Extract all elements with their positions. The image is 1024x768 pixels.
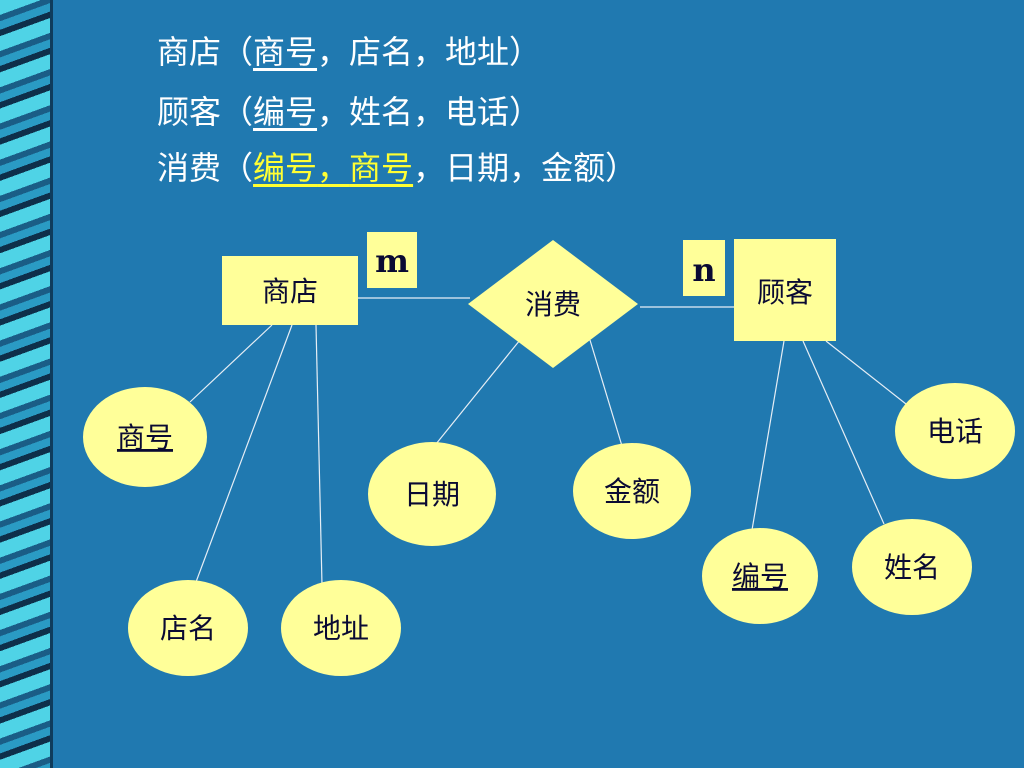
entity-shop-box [222, 256, 358, 325]
entity-shop-label: 商店 [262, 275, 318, 308]
edge-customer-custname [802, 340, 885, 525]
attr-customer-id-label: 编号 [732, 560, 788, 593]
primary-key-shop-id: 商号 [253, 33, 318, 71]
schema-line-shop: 商店（商号，店名，地址） [157, 32, 541, 72]
attr-date-ellipse [368, 442, 496, 546]
attr-customer-id-ellipse [702, 528, 818, 624]
schema-text: 商店（ [157, 33, 254, 71]
schema-text: 消费（ [157, 149, 254, 187]
edge-consume-amount [589, 339, 623, 447]
attr-amount-ellipse [573, 443, 691, 539]
attr-shop-addr-ellipse [281, 580, 401, 676]
attr-shop-name-label: 店名 [160, 612, 216, 645]
attr-customer-name-label: 姓名 [884, 551, 940, 584]
attr-customer-phone-ellipse [895, 383, 1015, 479]
foreign-key-shop-id: 商号 [349, 149, 414, 187]
edge-customer-custphone [825, 340, 907, 405]
schema-line-consume: 消费（编号，商号，日期，金额） [157, 148, 637, 188]
schema-text: ，姓名，电话） [317, 93, 542, 131]
attr-amount-label: 金额 [604, 475, 660, 508]
foreign-key-customer-id: 编号 [253, 149, 318, 187]
attr-shop-id-label: 商号 [117, 421, 173, 454]
cardinality-customer-box [683, 240, 725, 296]
cardinality-shop-label: m [375, 242, 409, 280]
schema-line-customer: 顾客（编号，姓名，电话） [157, 92, 541, 132]
primary-key-customer-id: 编号 [253, 93, 318, 131]
attr-customer-phone-label: 电话 [927, 415, 983, 448]
key-separator: ， [317, 149, 350, 187]
attr-shop-id-ellipse [83, 387, 207, 487]
cardinality-shop-box [367, 232, 417, 288]
relationship-consume-label: 消费 [525, 288, 581, 321]
attr-shop-addr-label: 地址 [313, 612, 369, 645]
decorative-border-strip [0, 0, 53, 768]
attr-date-label: 日期 [404, 478, 460, 511]
edge-shop-shopaddr [315, 324, 323, 586]
cardinality-customer-label: n [692, 251, 715, 289]
edge-shop-shopname [195, 324, 293, 583]
schema-text: ，日期，金额） [413, 149, 638, 187]
attr-shop-name-ellipse [128, 580, 248, 676]
schema-text: 顾客（ [157, 93, 254, 131]
connector-lines [189, 297, 907, 586]
entity-customer-label: 顾客 [757, 276, 813, 309]
edge-shop-shopid [189, 324, 273, 403]
relationship-consume-diamond [468, 240, 638, 368]
edge-consume-date [435, 339, 521, 445]
edge-customer-custid [751, 340, 785, 531]
entity-customer-box [734, 239, 836, 341]
attr-customer-name-ellipse [852, 519, 972, 615]
schema-text: ，店名，地址） [317, 33, 542, 71]
